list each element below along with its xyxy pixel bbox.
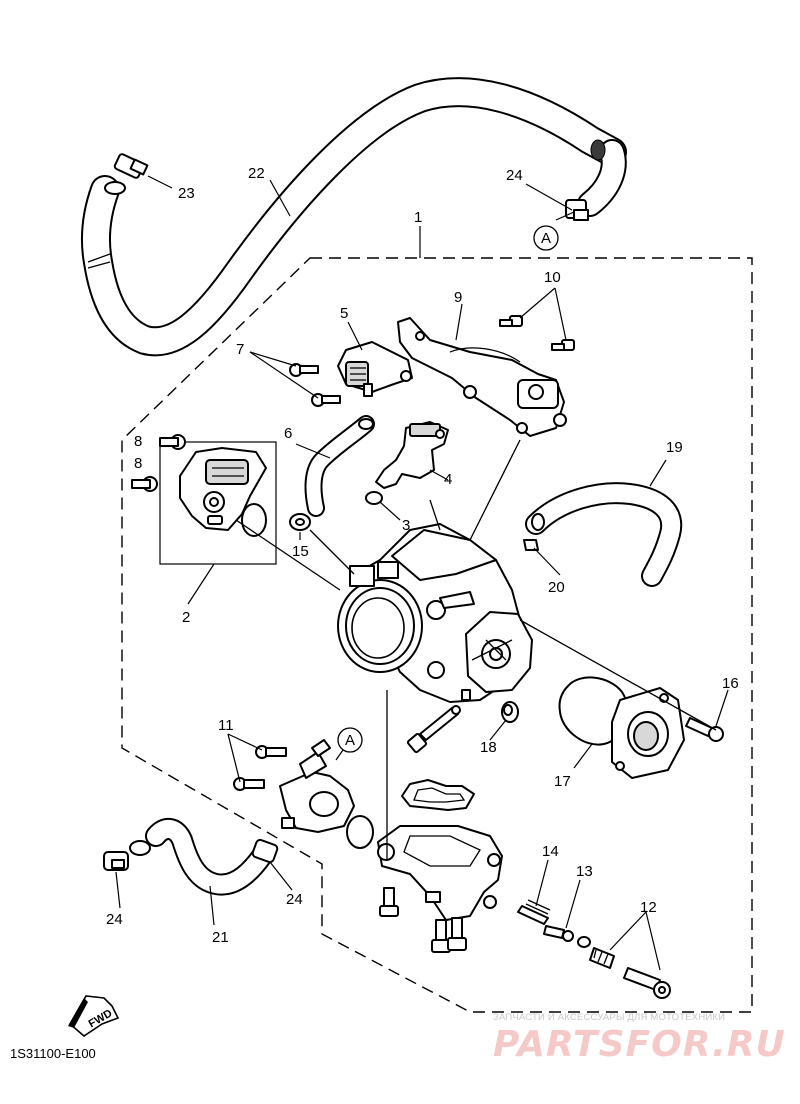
spring: [517, 899, 551, 925]
callout-13: 13: [576, 863, 593, 880]
screw: [159, 434, 186, 450]
bolt: [431, 919, 451, 953]
breather-hose: [81, 77, 627, 357]
vacuum-hose: [304, 415, 375, 517]
screw: [131, 476, 158, 492]
callout-23: 23: [178, 185, 195, 202]
hose-clip: [113, 153, 149, 179]
callout-6: 6: [284, 425, 292, 442]
callout-15: 15: [292, 543, 309, 560]
idle-control-block: [377, 825, 503, 921]
svg-text:A: A: [541, 230, 551, 247]
screw: [551, 339, 575, 351]
water-fitting: [279, 739, 355, 833]
connector-mark-a-bottom: A: [337, 727, 363, 753]
leader-lines: [115, 175, 729, 971]
fuel-injector: [375, 421, 449, 489]
hose-clip: [565, 199, 589, 221]
bolt: [406, 707, 459, 754]
bolt: [447, 917, 467, 951]
callout-16: 16: [722, 675, 739, 692]
callout-3: 3: [402, 517, 410, 534]
watermark-logo: PARTSFOR.RU: [493, 1024, 786, 1065]
callout-1: 1: [414, 209, 422, 226]
bolt: [379, 887, 399, 917]
callout-labels: 1 2 3 4 5 6 7 8 8 9 10 11 12 13 14 15 16…: [106, 165, 739, 946]
gasket: [558, 676, 629, 746]
callout-5: 5: [340, 305, 348, 322]
callout-18: 18: [480, 739, 497, 756]
svg-text:A: A: [345, 732, 355, 749]
connector-mark-a-top: A: [533, 225, 559, 251]
pilot-screw-set: [577, 936, 671, 999]
hose-clip: [523, 539, 539, 551]
callout-7: 7: [236, 341, 244, 358]
screw: [289, 363, 319, 377]
throttle-body: [337, 523, 533, 703]
cover: [611, 687, 685, 779]
callout-19: 19: [666, 439, 683, 456]
screw: [499, 315, 523, 327]
callout-21: 21: [212, 929, 229, 946]
callout-14: 14: [542, 843, 559, 860]
collar: [501, 701, 519, 723]
watermark-caption: ЗАПЧАСТИ И АКСЕССУАРЫ ДЛЯ МОТОТЕХНИКИ: [493, 1012, 726, 1023]
intake-sensor: [337, 341, 413, 397]
figure-code: 1S31100-E100: [10, 1046, 96, 1061]
o-ring: [346, 815, 374, 849]
callout-24-right: 24: [286, 891, 303, 908]
screw: [311, 393, 341, 407]
callout-11: 11: [218, 717, 234, 734]
callout-10: 10: [544, 269, 561, 286]
fuel-rail-bracket: [397, 317, 567, 437]
hose: [129, 818, 273, 896]
screw: [255, 745, 287, 759]
callout-24-top: 24: [506, 167, 523, 184]
callout-12: 12: [640, 899, 657, 916]
callout-9: 9: [454, 289, 462, 306]
callout-17: 17: [554, 773, 571, 790]
throttle-position-sensor-box: [159, 441, 277, 565]
bolt: [685, 717, 724, 742]
callout-22: 22: [248, 165, 265, 182]
washer: [451, 705, 461, 715]
callout-8: 8: [134, 433, 142, 450]
nut: [289, 513, 311, 531]
callout-20: 20: [548, 579, 565, 596]
callout-2: 2: [182, 609, 190, 626]
callout-8b: 8: [134, 455, 142, 472]
o-ring: [365, 491, 383, 505]
callout-24-left: 24: [106, 911, 123, 928]
assembly-boundary: [121, 257, 753, 1013]
hose-clip: [251, 838, 279, 864]
gasket: [401, 779, 475, 811]
adjust-screw: [543, 925, 574, 942]
screw: [233, 777, 265, 791]
callout-4: 4: [444, 471, 452, 488]
hose: [525, 482, 683, 587]
hose-clip: [103, 851, 129, 871]
fwd-arrow-icon: FWD: [68, 995, 120, 1038]
